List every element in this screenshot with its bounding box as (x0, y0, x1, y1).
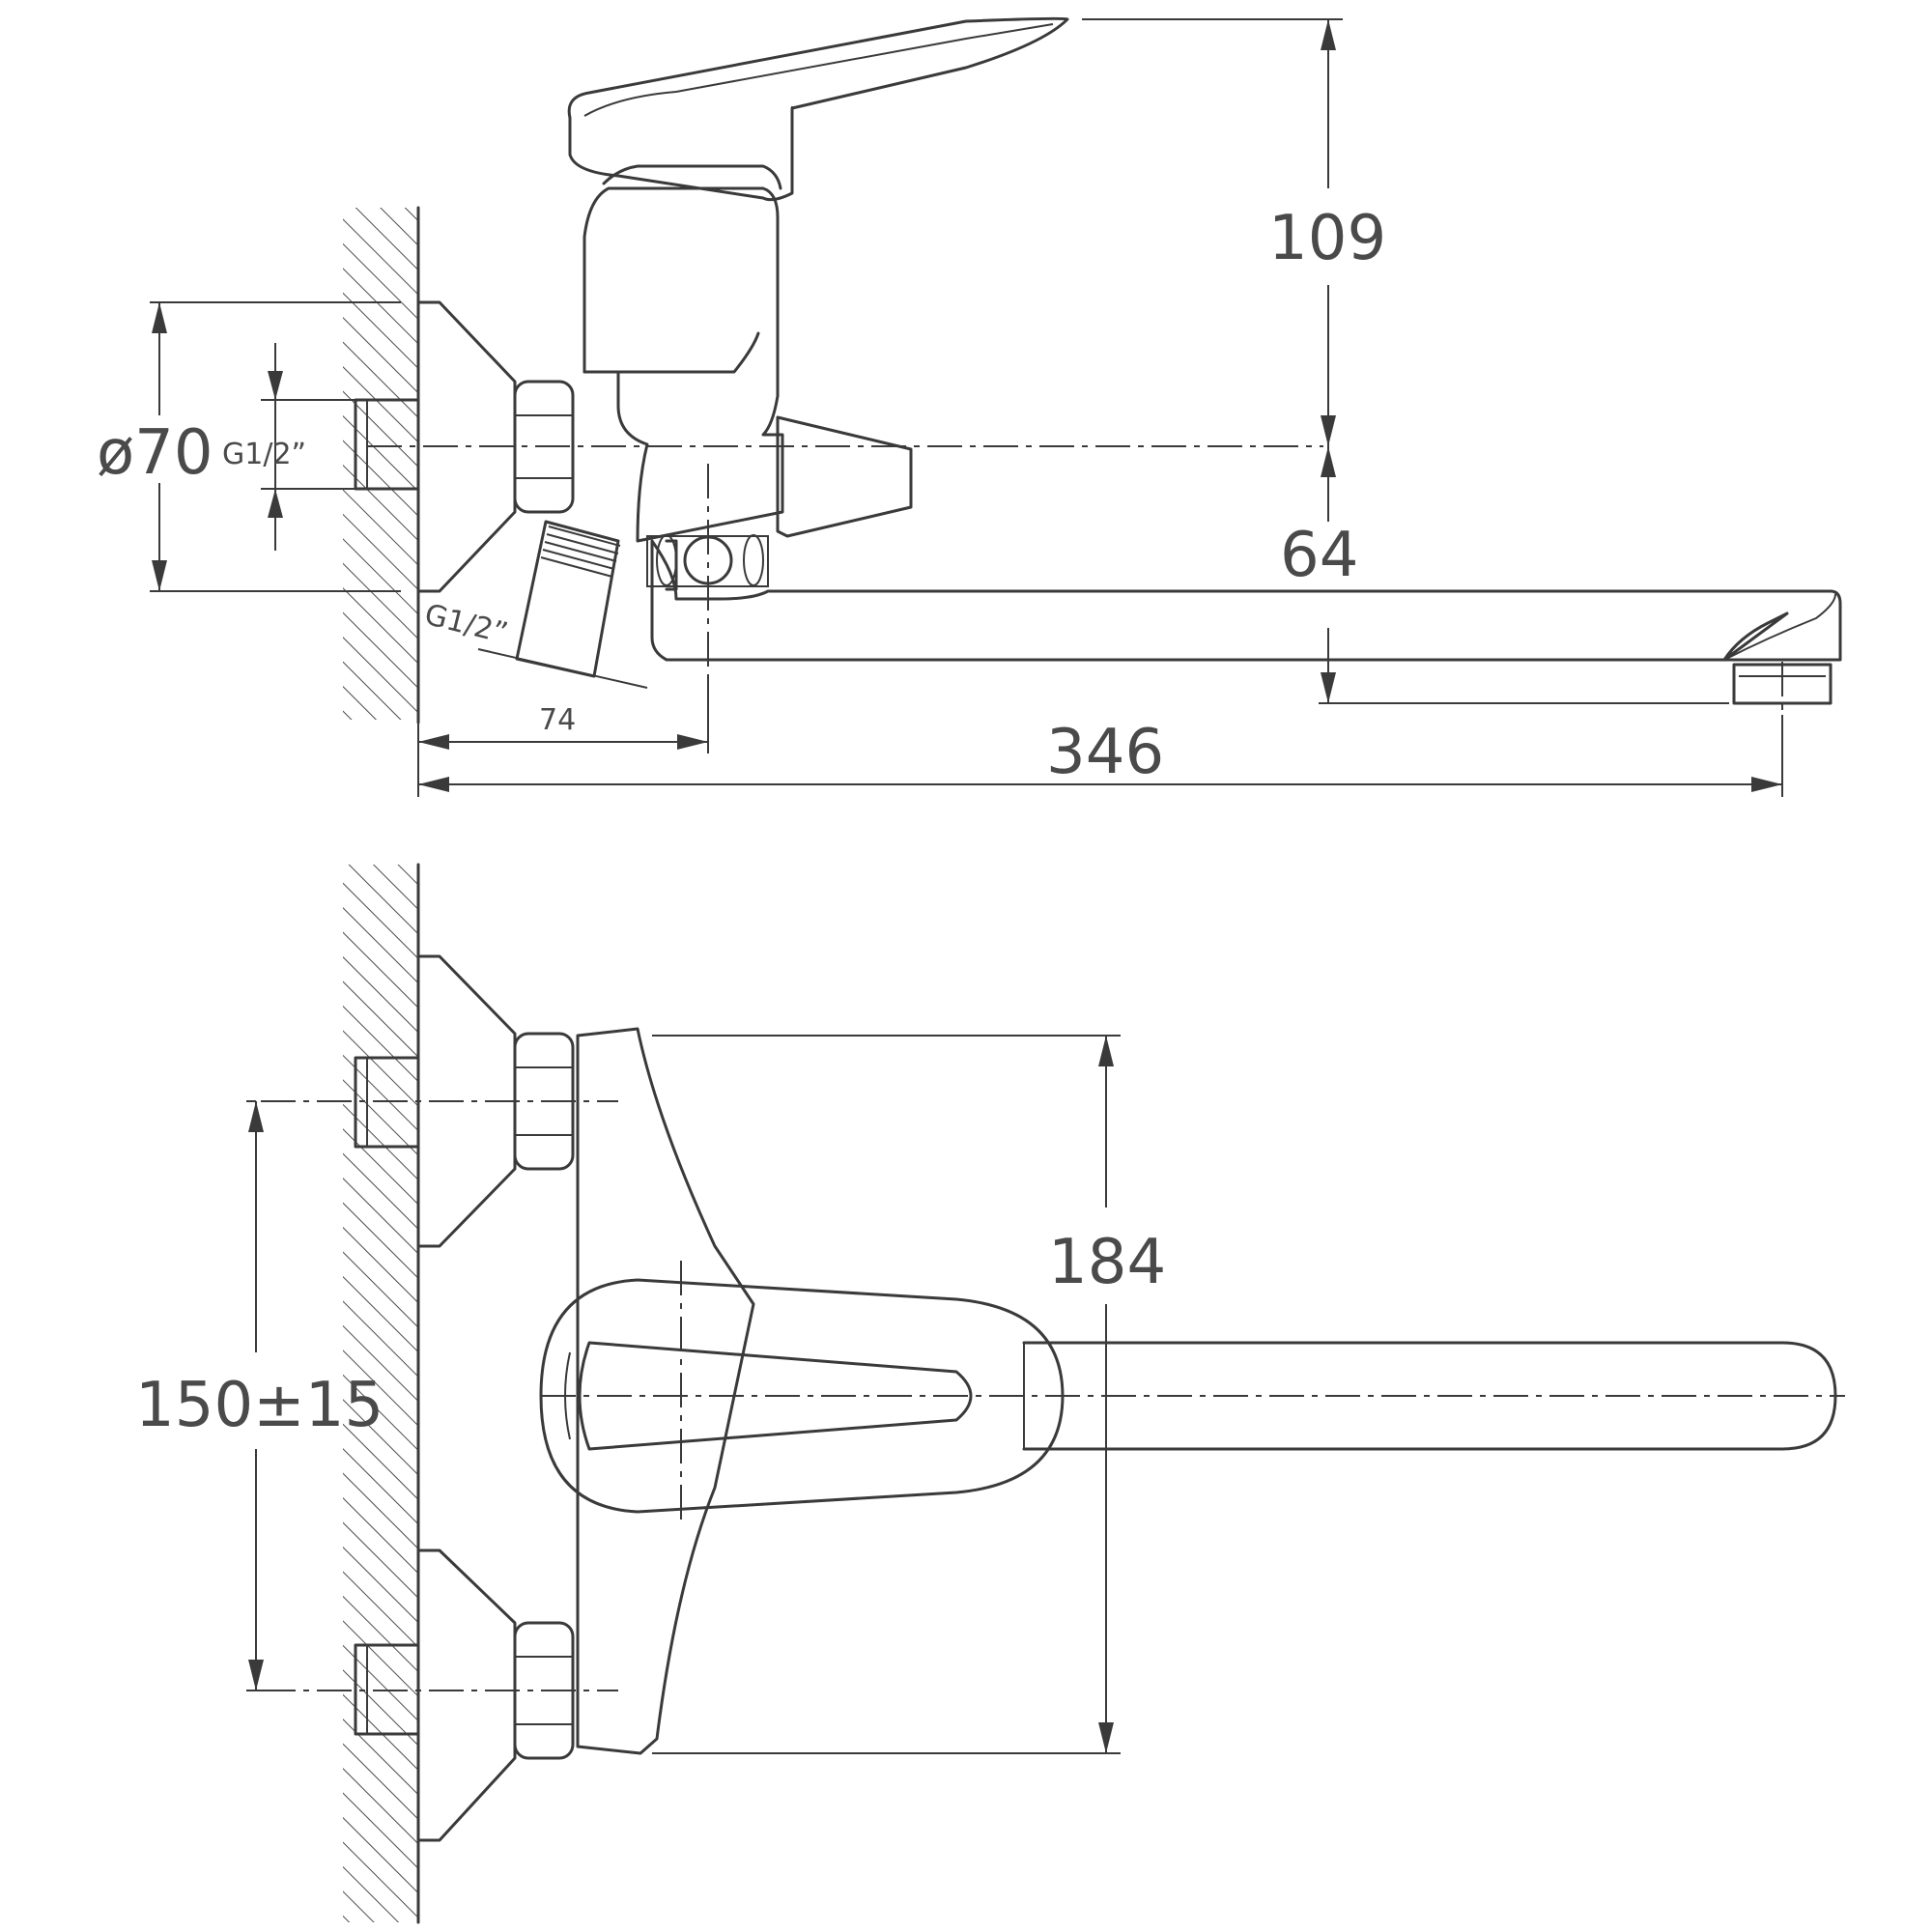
hex-nut (513, 380, 575, 514)
height-dimension: 109 (1082, 18, 1386, 446)
inlet-thread-label: G1/2” (222, 438, 306, 471)
top-view: 184 150±15 (135, 863, 1845, 1924)
diverter-knob (776, 415, 913, 538)
mixer-body-top (576, 1027, 755, 1755)
body-shoulder (582, 331, 760, 374)
upper-inlet-assembly (261, 954, 618, 1248)
lower-inlet-assembly (261, 1548, 618, 1842)
spout-drop-label: 64 (1280, 520, 1358, 591)
flange-diameter-dimension: ø70 (92, 301, 401, 592)
faucet-body (582, 186, 784, 543)
shower-outlet-connector (515, 520, 621, 678)
spout (646, 534, 1842, 705)
flange-diameter-label: ø70 (97, 417, 213, 489)
total-length-label: 346 (1046, 717, 1164, 788)
wall-offset-dimension: 74 (417, 676, 709, 753)
outlet-thread-dimension: G1/2” (421, 598, 648, 689)
lever-handle (567, 16, 1069, 202)
wall-hatch-lower (343, 865, 418, 1922)
total-length-dimension: 346 (417, 715, 1783, 797)
outlet-thread-label: G1/2” (421, 598, 511, 651)
spout-drop-dimension: 64 (1280, 446, 1729, 704)
width-dimension: 184 (652, 1035, 1166, 1754)
center-distance-dimension: 150±15 (135, 1100, 384, 1691)
side-view: ø70 G1/2” G1/2” 109 (92, 16, 1842, 797)
width-label: 184 (1048, 1227, 1166, 1298)
center-distance-label: 150±15 (135, 1370, 384, 1441)
height-label: 109 (1268, 203, 1386, 274)
inlet-thread-dimension: G1/2” (222, 343, 353, 551)
wall-offset-label: 74 (539, 703, 576, 737)
